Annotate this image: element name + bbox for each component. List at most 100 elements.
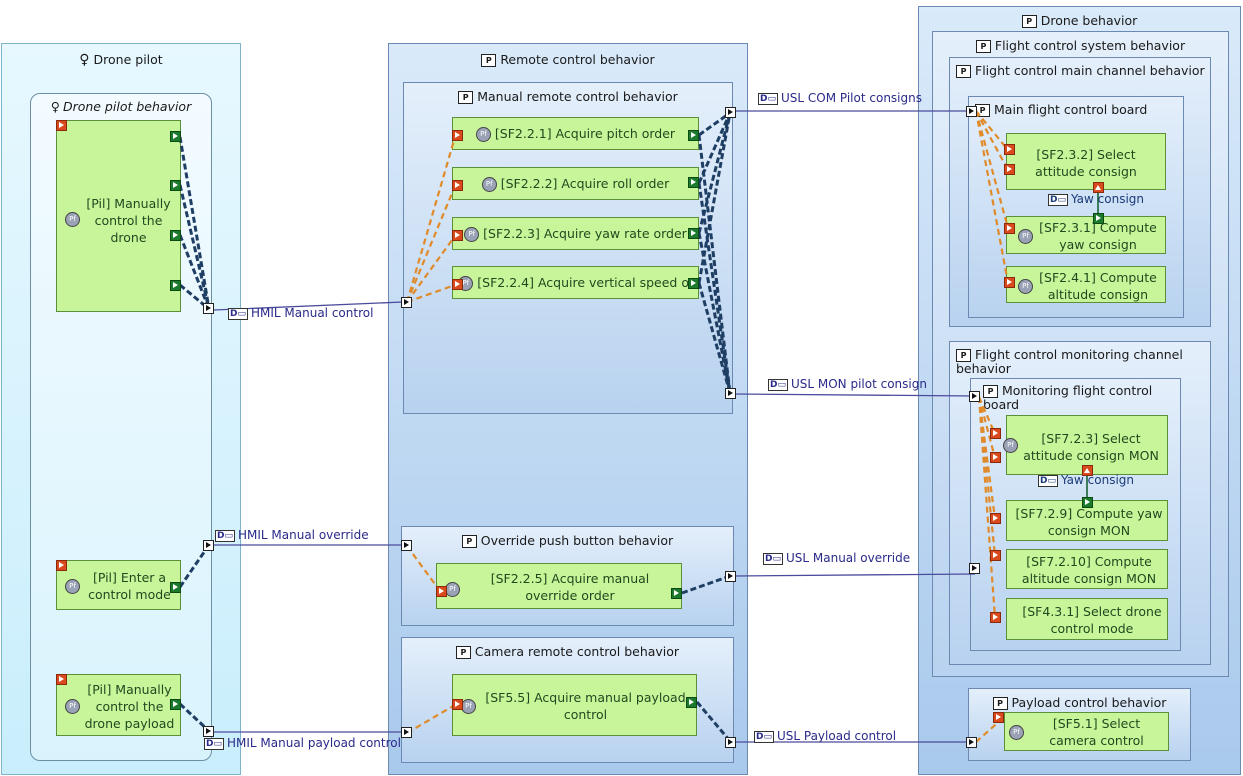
input-port[interactable] bbox=[990, 513, 1001, 524]
yaw-consign-links bbox=[1086, 190, 1099, 503]
component-icon: P bbox=[992, 697, 1008, 710]
function-label: [SF7.2.10] Compute altitude consign MON bbox=[1021, 554, 1157, 586]
component-icon: P bbox=[458, 91, 474, 104]
function-acquire-yaw-rate[interactable]: Pf[SF2.2.3] Acquire yaw rate order bbox=[452, 217, 699, 250]
output-port[interactable] bbox=[1093, 213, 1104, 224]
input-port[interactable] bbox=[990, 612, 1001, 623]
input-port[interactable] bbox=[1004, 223, 1015, 234]
component-port[interactable] bbox=[969, 391, 980, 402]
component-icon: P bbox=[1021, 15, 1037, 28]
function-label: [SF2.2.2] Acquire roll order bbox=[500, 176, 670, 191]
output-port[interactable] bbox=[170, 230, 181, 241]
component-port[interactable] bbox=[203, 540, 214, 551]
function-icon: Pf bbox=[1018, 229, 1033, 244]
function-acquire-roll[interactable]: Pf[SF2.2.2] Acquire roll order bbox=[452, 167, 699, 200]
function-compute-yaw-consign[interactable]: Pf [SF2.3.1] Compute yaw consign bbox=[1006, 216, 1166, 254]
link-usl-manual-override bbox=[735, 573, 976, 577]
function-label: [SF2.2.4] Acquire vertical speed o. bbox=[477, 275, 693, 290]
function-acquire-manual-override[interactable]: Pf [SF2.2.5] Acquire manual override ord… bbox=[436, 563, 682, 609]
output-port[interactable] bbox=[170, 180, 181, 191]
input-port[interactable] bbox=[452, 130, 463, 141]
function-label: [SF4.3.1] Select drone control mode bbox=[1022, 604, 1162, 636]
function-icon: Pf bbox=[1003, 438, 1018, 453]
component-icon: P bbox=[975, 40, 991, 53]
exchange-icon: D▭ bbox=[758, 92, 778, 105]
input-port[interactable] bbox=[452, 230, 463, 241]
physical-links bbox=[213, 110, 976, 743]
input-port[interactable] bbox=[436, 586, 447, 597]
input-port[interactable] bbox=[452, 279, 463, 290]
function-compute-altitude-consign-mon[interactable]: [SF7.2.10] Compute altitude consign MON bbox=[1006, 549, 1168, 589]
fcs-title: Flight control system behavior bbox=[994, 38, 1186, 53]
output-port[interactable] bbox=[1082, 497, 1093, 508]
function-label: [Pil] Manually control the drone bbox=[86, 196, 171, 245]
output-port[interactable] bbox=[688, 278, 699, 289]
drone-behavior-title: Drone behavior bbox=[1040, 13, 1138, 28]
monitoring-board-title: Monitoring flight control board bbox=[983, 383, 1153, 412]
output-port[interactable] bbox=[170, 582, 181, 593]
component-port[interactable] bbox=[203, 303, 214, 314]
drone-pilot-behavior-title: Drone pilot behavior bbox=[62, 99, 192, 114]
output-port[interactable] bbox=[688, 177, 699, 188]
interface-links bbox=[178, 111, 732, 742]
input-port[interactable] bbox=[990, 452, 1001, 463]
input-port[interactable] bbox=[1082, 465, 1093, 476]
output-port[interactable] bbox=[686, 697, 697, 708]
component-port[interactable] bbox=[401, 540, 412, 551]
input-port[interactable] bbox=[990, 550, 1001, 561]
component-port[interactable] bbox=[725, 388, 736, 399]
component-port[interactable] bbox=[966, 737, 977, 748]
input-port[interactable] bbox=[56, 120, 67, 131]
output-port[interactable] bbox=[170, 280, 181, 291]
function-label: [SF7.2.3] Select attitude consign MON bbox=[1023, 431, 1159, 463]
component-icon: P bbox=[455, 646, 471, 659]
exchange-hmil-manual-override: D▭HMIL Manual override bbox=[215, 528, 369, 542]
function-select-attitude-consign[interactable]: [SF2.3.2] Select attitude consign bbox=[1006, 133, 1166, 190]
monitoring-channel-title: Flight control monitoring channel behavi… bbox=[956, 347, 1183, 376]
component-port[interactable] bbox=[203, 726, 214, 737]
function-label: [SF2.2.1] Acquire pitch order bbox=[494, 126, 676, 141]
input-port[interactable] bbox=[1093, 182, 1104, 193]
exchange-yaw-consign-mon: D▭Yaw consign bbox=[1038, 473, 1134, 487]
function-acquire-payload-control[interactable]: Pf [SF5.5] Acquire manual payload contro… bbox=[452, 674, 697, 736]
output-port[interactable] bbox=[170, 699, 181, 710]
output-port[interactable] bbox=[671, 588, 682, 599]
function-label: [SF2.3.2] Select attitude consign bbox=[1035, 147, 1137, 179]
link-usl-mon-pilot bbox=[735, 393, 976, 397]
function-control-drone-payload[interactable]: Pf [Pil] Manually control the drone payl… bbox=[56, 674, 181, 736]
actor-icon: ♀ bbox=[50, 99, 60, 114]
function-acquire-pitch[interactable]: Pf[SF2.2.1] Acquire pitch order bbox=[452, 117, 699, 150]
input-port[interactable] bbox=[1004, 164, 1015, 175]
input-port[interactable] bbox=[1004, 277, 1015, 288]
component-port[interactable] bbox=[725, 571, 736, 582]
function-icon: Pf bbox=[481, 177, 497, 192]
function-compute-altitude-consign[interactable]: Pf [SF2.4.1] Compute altitude consign bbox=[1006, 266, 1166, 303]
exchange-icon: D▭ bbox=[204, 737, 224, 750]
function-select-drone-control-mode[interactable]: [SF4.3.1] Select drone control mode bbox=[1006, 598, 1168, 640]
input-port[interactable] bbox=[1004, 144, 1015, 155]
input-port[interactable] bbox=[56, 560, 67, 571]
component-port[interactable] bbox=[969, 563, 980, 574]
component-port[interactable] bbox=[725, 107, 736, 118]
input-port[interactable] bbox=[452, 180, 463, 191]
component-port[interactable] bbox=[401, 727, 412, 738]
function-label: [SF7.2.9] Compute yaw consign MON bbox=[1015, 506, 1163, 538]
output-port[interactable] bbox=[170, 131, 181, 142]
input-port[interactable] bbox=[990, 428, 1001, 439]
function-acquire-vertical-speed[interactable]: Pf[SF2.2.4] Acquire vertical speed o. bbox=[452, 266, 699, 299]
function-manually-control-drone[interactable]: Pf [Pil] Manually control the drone bbox=[56, 120, 181, 312]
main-board-title: Main flight control board bbox=[994, 102, 1148, 117]
component-icon: P bbox=[481, 54, 497, 67]
component-port[interactable] bbox=[725, 737, 736, 748]
input-port[interactable] bbox=[56, 674, 67, 685]
input-port[interactable] bbox=[993, 712, 1004, 723]
function-select-camera-control[interactable]: Pf [SF5.1] Select camera control bbox=[1004, 712, 1169, 751]
component-port[interactable] bbox=[966, 106, 977, 117]
camera-title: Camera remote control behavior bbox=[474, 644, 680, 659]
output-port[interactable] bbox=[688, 228, 699, 239]
component-port[interactable] bbox=[401, 297, 412, 308]
function-icon: Pf bbox=[65, 699, 80, 714]
output-port[interactable] bbox=[688, 130, 699, 141]
input-port[interactable] bbox=[452, 699, 463, 710]
